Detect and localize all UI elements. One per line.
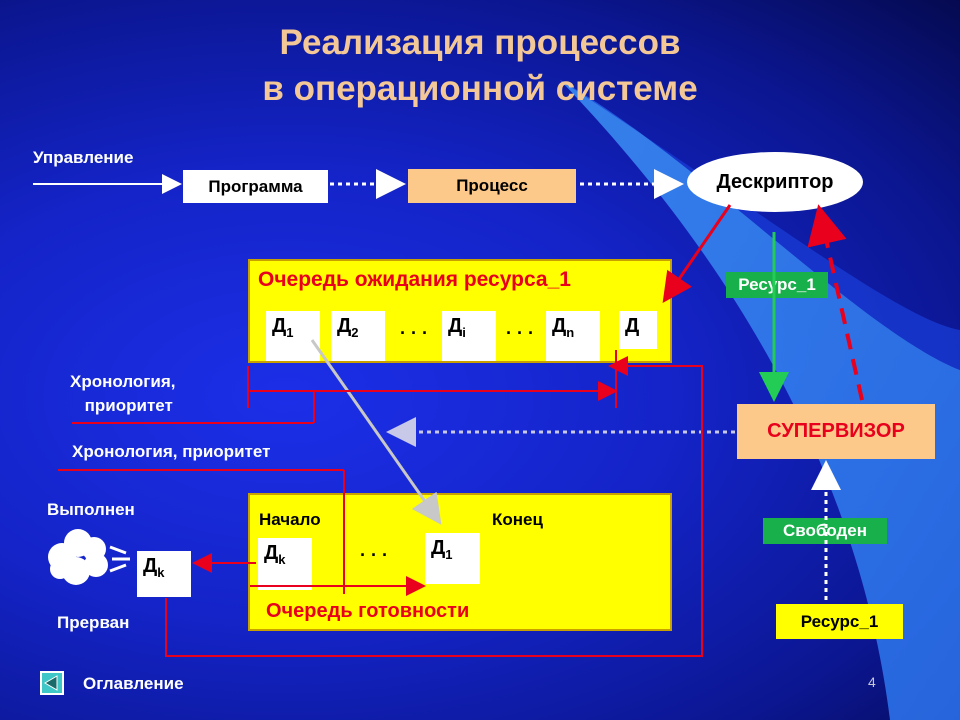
chronology-priority-1: Хронология, приоритет [70,370,175,418]
chronology-priority-2: Хронология, приоритет [72,442,271,461]
ready-dots: · · · [360,545,388,565]
back-arrow-icon [44,675,58,691]
process-box: Процесс [408,169,576,203]
wait-item-d: Д [619,311,657,349]
toc-button[interactable] [40,671,64,695]
control-label: Управление [33,148,134,167]
free-label: Свободен [763,518,887,544]
interrupted-label: Прерван [57,613,130,632]
title-line-1: Реализация процессов [279,23,681,62]
resource-box-bottom: Ресурс_1 [776,604,903,639]
program-box: Программа [183,170,328,203]
ready-item-dk: Дk [258,538,312,590]
wait-item-d2: Д2 [331,311,385,361]
resource-label-top: Ресурс_1 [726,272,828,298]
toc-link[interactable]: Оглавление [83,674,184,693]
wait-item-dn: Дn [546,311,600,361]
chronology-label-1: Хронология, [70,372,176,391]
wait-item-d1: Д1 [266,311,320,361]
ready-item-d1: Д1 [425,533,480,584]
descriptor-ellipse: Дескриптор [687,152,863,212]
done-label: Выполнен [47,500,135,519]
wait-dots-1: · · · [400,323,428,343]
slide-title: Реализация процессов в операционной сист… [0,20,960,112]
wait-queue-title: Очередь ожидания ресурса_1 [258,268,571,291]
title-line-2: в операционной системе [262,69,698,108]
wait-item-di: Дi [442,311,496,361]
page-number: 4 [868,674,876,690]
ready-end-label: Конец [492,510,543,529]
ready-queue-title: Очередь готовности [266,600,470,622]
priority-label-1: приоритет [84,396,173,415]
ready-start-label: Начало [259,510,321,529]
processor-cloud-icon [48,529,130,585]
wait-dots-2: · · · [506,323,534,343]
running-item-dk: Дk [137,551,191,597]
supervisor-box: СУПЕРВИЗОР [737,404,935,459]
